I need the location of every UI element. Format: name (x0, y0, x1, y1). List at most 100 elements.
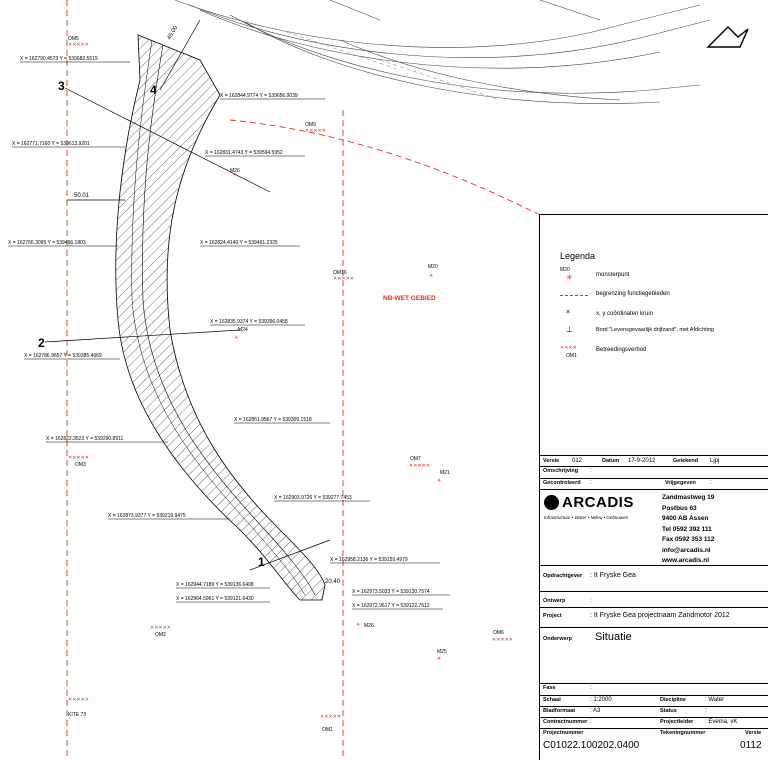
boundary-lines (66, 0, 541, 760)
svg-text:OM5: OM5 (68, 36, 79, 42)
svg-text:✕✕✕✕✕: ✕✕✕✕✕ (150, 625, 171, 631)
legend-symbol: M20 (560, 267, 570, 273)
discipline-value: : Water (705, 697, 725, 703)
legend-symbol: OM1 (566, 353, 577, 359)
svg-text:OM7: OM7 (410, 456, 421, 462)
coord-label: X = 162958.2136 Y = 539159.4979 (330, 557, 408, 563)
marker-m20: M20 ✳ (428, 264, 438, 279)
marker-m26: ✳M26 (230, 168, 240, 178)
svg-text:M26: M26 (364, 623, 374, 629)
dimension-bottom: 20.40 (325, 579, 341, 585)
schaal-value: : 1:2000 (590, 697, 612, 703)
legend-item-coordinaten: × x, y coördinaten kruin (560, 309, 760, 321)
legend-label: x, y coördinaten kruin (596, 311, 654, 317)
dashed-lines (279, 29, 501, 101)
svg-text:✕✕✕✕✕: ✕✕✕✕✕ (68, 42, 89, 48)
svg-text:KITE 73: KITE 73 (68, 712, 86, 718)
coord-label: X = 162766.3095 Y = 539496.1803 (8, 240, 86, 246)
coord-label: X = 162822.3523 Y = 539290.8911 (46, 436, 124, 442)
svg-text:M26: M26 (230, 168, 240, 174)
discipline-label: Discipline (660, 697, 686, 703)
coord-label: X = 162771.7160 Y = 539613.9201 (12, 141, 90, 147)
contractnummer-label: Contractnummer (543, 719, 588, 725)
svg-text:M20: M20 (428, 264, 438, 270)
fase-label: Fase (543, 685, 556, 691)
address-line: www.arcadis.nl (662, 557, 710, 564)
legend-item-bord: ⊥ Bord "Levensgevaarlijk drijfzand", met… (560, 325, 760, 341)
marker-om6: OM6✕✕✕✕✕ (492, 630, 513, 643)
vrijgegeven-label: Vrijgegeven (665, 480, 696, 486)
marker-om5: OM5✕✕✕✕✕ (68, 36, 89, 48)
marker-om16: OM16✕✕✕✕✕ (333, 270, 354, 282)
bladformaat-label: Bladformaat (543, 708, 576, 714)
svg-text:M25: M25 (437, 649, 447, 655)
opdrachtgever-label: Opdrachtgever (543, 573, 583, 579)
projectnummer-label: Projectnummer (543, 730, 584, 736)
projectnummer-value: C01022.100202.0400 (543, 740, 640, 751)
svg-text:✳: ✳ (234, 335, 238, 341)
legend-label: monsterpunt (596, 272, 630, 278)
coord-label: X = 162944.7189 Y = 539136.6408 (176, 582, 254, 588)
omschrijving-label: Omschrijving (543, 468, 579, 474)
svg-text:✕✕✕✕✕: ✕✕✕✕✕ (333, 276, 354, 282)
svg-text:✳: ✳ (429, 273, 433, 279)
svg-text:✳: ✳ (437, 478, 441, 484)
address-line: 9400 AB Assen (662, 515, 709, 522)
project-value: : It Fryske Gea projectnaam Zandmotor 20… (590, 612, 730, 619)
coord-label: X = 162824.4140 Y = 539491.2325 (200, 240, 278, 246)
section-label-1: 1 (258, 555, 265, 569)
svg-text:M24: M24 (238, 327, 248, 333)
marker-m21: M21✳ (437, 470, 450, 484)
datum-value: 17-9-2012 (628, 458, 656, 464)
gecontroleerd-value: : (590, 480, 592, 486)
getekend-label: Getekend (673, 458, 699, 464)
svg-text:✕✕✕✕✕: ✕✕✕✕✕ (320, 714, 341, 720)
area-label: NB-WET GEBIED (383, 295, 436, 302)
datum-label: Datum (602, 458, 620, 464)
road-lines (174, 0, 711, 104)
arcadis-logo: ARCADIS Infrastructuur • Water • Milieu … (544, 494, 659, 535)
tekeningnummer-label: Tekeningnummer (660, 730, 706, 736)
marker-m25: M25✳ (437, 649, 447, 662)
vrijgegeven-value: : (710, 480, 712, 486)
sign-icon: ⊥ (566, 325, 573, 334)
north-arrow-icon (706, 26, 749, 48)
svg-text:✕✕✕✕✕: ✕✕✕✕✕ (492, 637, 513, 643)
versie2-label: Versie (745, 730, 762, 736)
company-address: Zandmastweg 19 Postbus 63 9400 AB Assen … (662, 493, 714, 567)
marker-om3: OM3✕✕✕✕✕ (68, 455, 89, 468)
coord-label: X = 162861.9567 Y = 539309.1518 (234, 417, 312, 423)
dimension-left: 50.01 (74, 193, 90, 199)
projectleider-value: : Evema, vK (705, 719, 738, 725)
legend-title: Legenda (560, 251, 596, 261)
section-label-3: 3 (58, 79, 65, 93)
legend-item-betreding: ✕✕✕✕ OM1 Betreedingsverbod (560, 345, 760, 361)
section-lines (44, 19, 331, 571)
projectleider-label: Projectleider (660, 719, 694, 725)
svg-text:OM16: OM16 (333, 270, 347, 276)
channel (115, 34, 326, 601)
opdrachtgever-value: : It Fryske Gea (590, 572, 636, 579)
marker-om9: OM9✕✕✕✕✕ (305, 122, 326, 134)
status-value: : (705, 708, 707, 714)
coord-label: X = 162831.4743 Y = 539594.5952 (205, 150, 283, 156)
legend-label: Bord "Levensgevaarlijk drijfzand", met A… (596, 327, 714, 333)
status-label: Status (660, 708, 677, 714)
marker-m24: M24✳ (234, 327, 248, 341)
star-icon: ✳ (566, 273, 573, 282)
address-line: Tel 0592 392 111 (662, 525, 712, 533)
title-block: Versie 012 Datum 17-9-2012 Getekend Ljpj… (539, 455, 768, 760)
gecontroleerd-label: Gecontroleerd (543, 480, 581, 486)
warning-sign-icon: ✕✕✕✕ (560, 345, 577, 351)
contractnummer-value: : (590, 719, 592, 725)
company-name: ARCADIS (562, 494, 634, 511)
coord-label: X = 162873.9377 Y = 539219.9475 (108, 513, 186, 519)
schaal-label: Schaal (543, 697, 561, 703)
onderwerp-label: Onderwerp (543, 636, 573, 642)
svg-text:✳: ✳ (232, 172, 236, 178)
svg-text:OM2: OM2 (155, 632, 166, 638)
fase-value: : (590, 685, 592, 691)
onderwerp-value: Situatie (595, 631, 632, 643)
svg-text:✕✕✕✕✕: ✕✕✕✕✕ (409, 463, 430, 469)
project-label: Project (543, 613, 562, 619)
